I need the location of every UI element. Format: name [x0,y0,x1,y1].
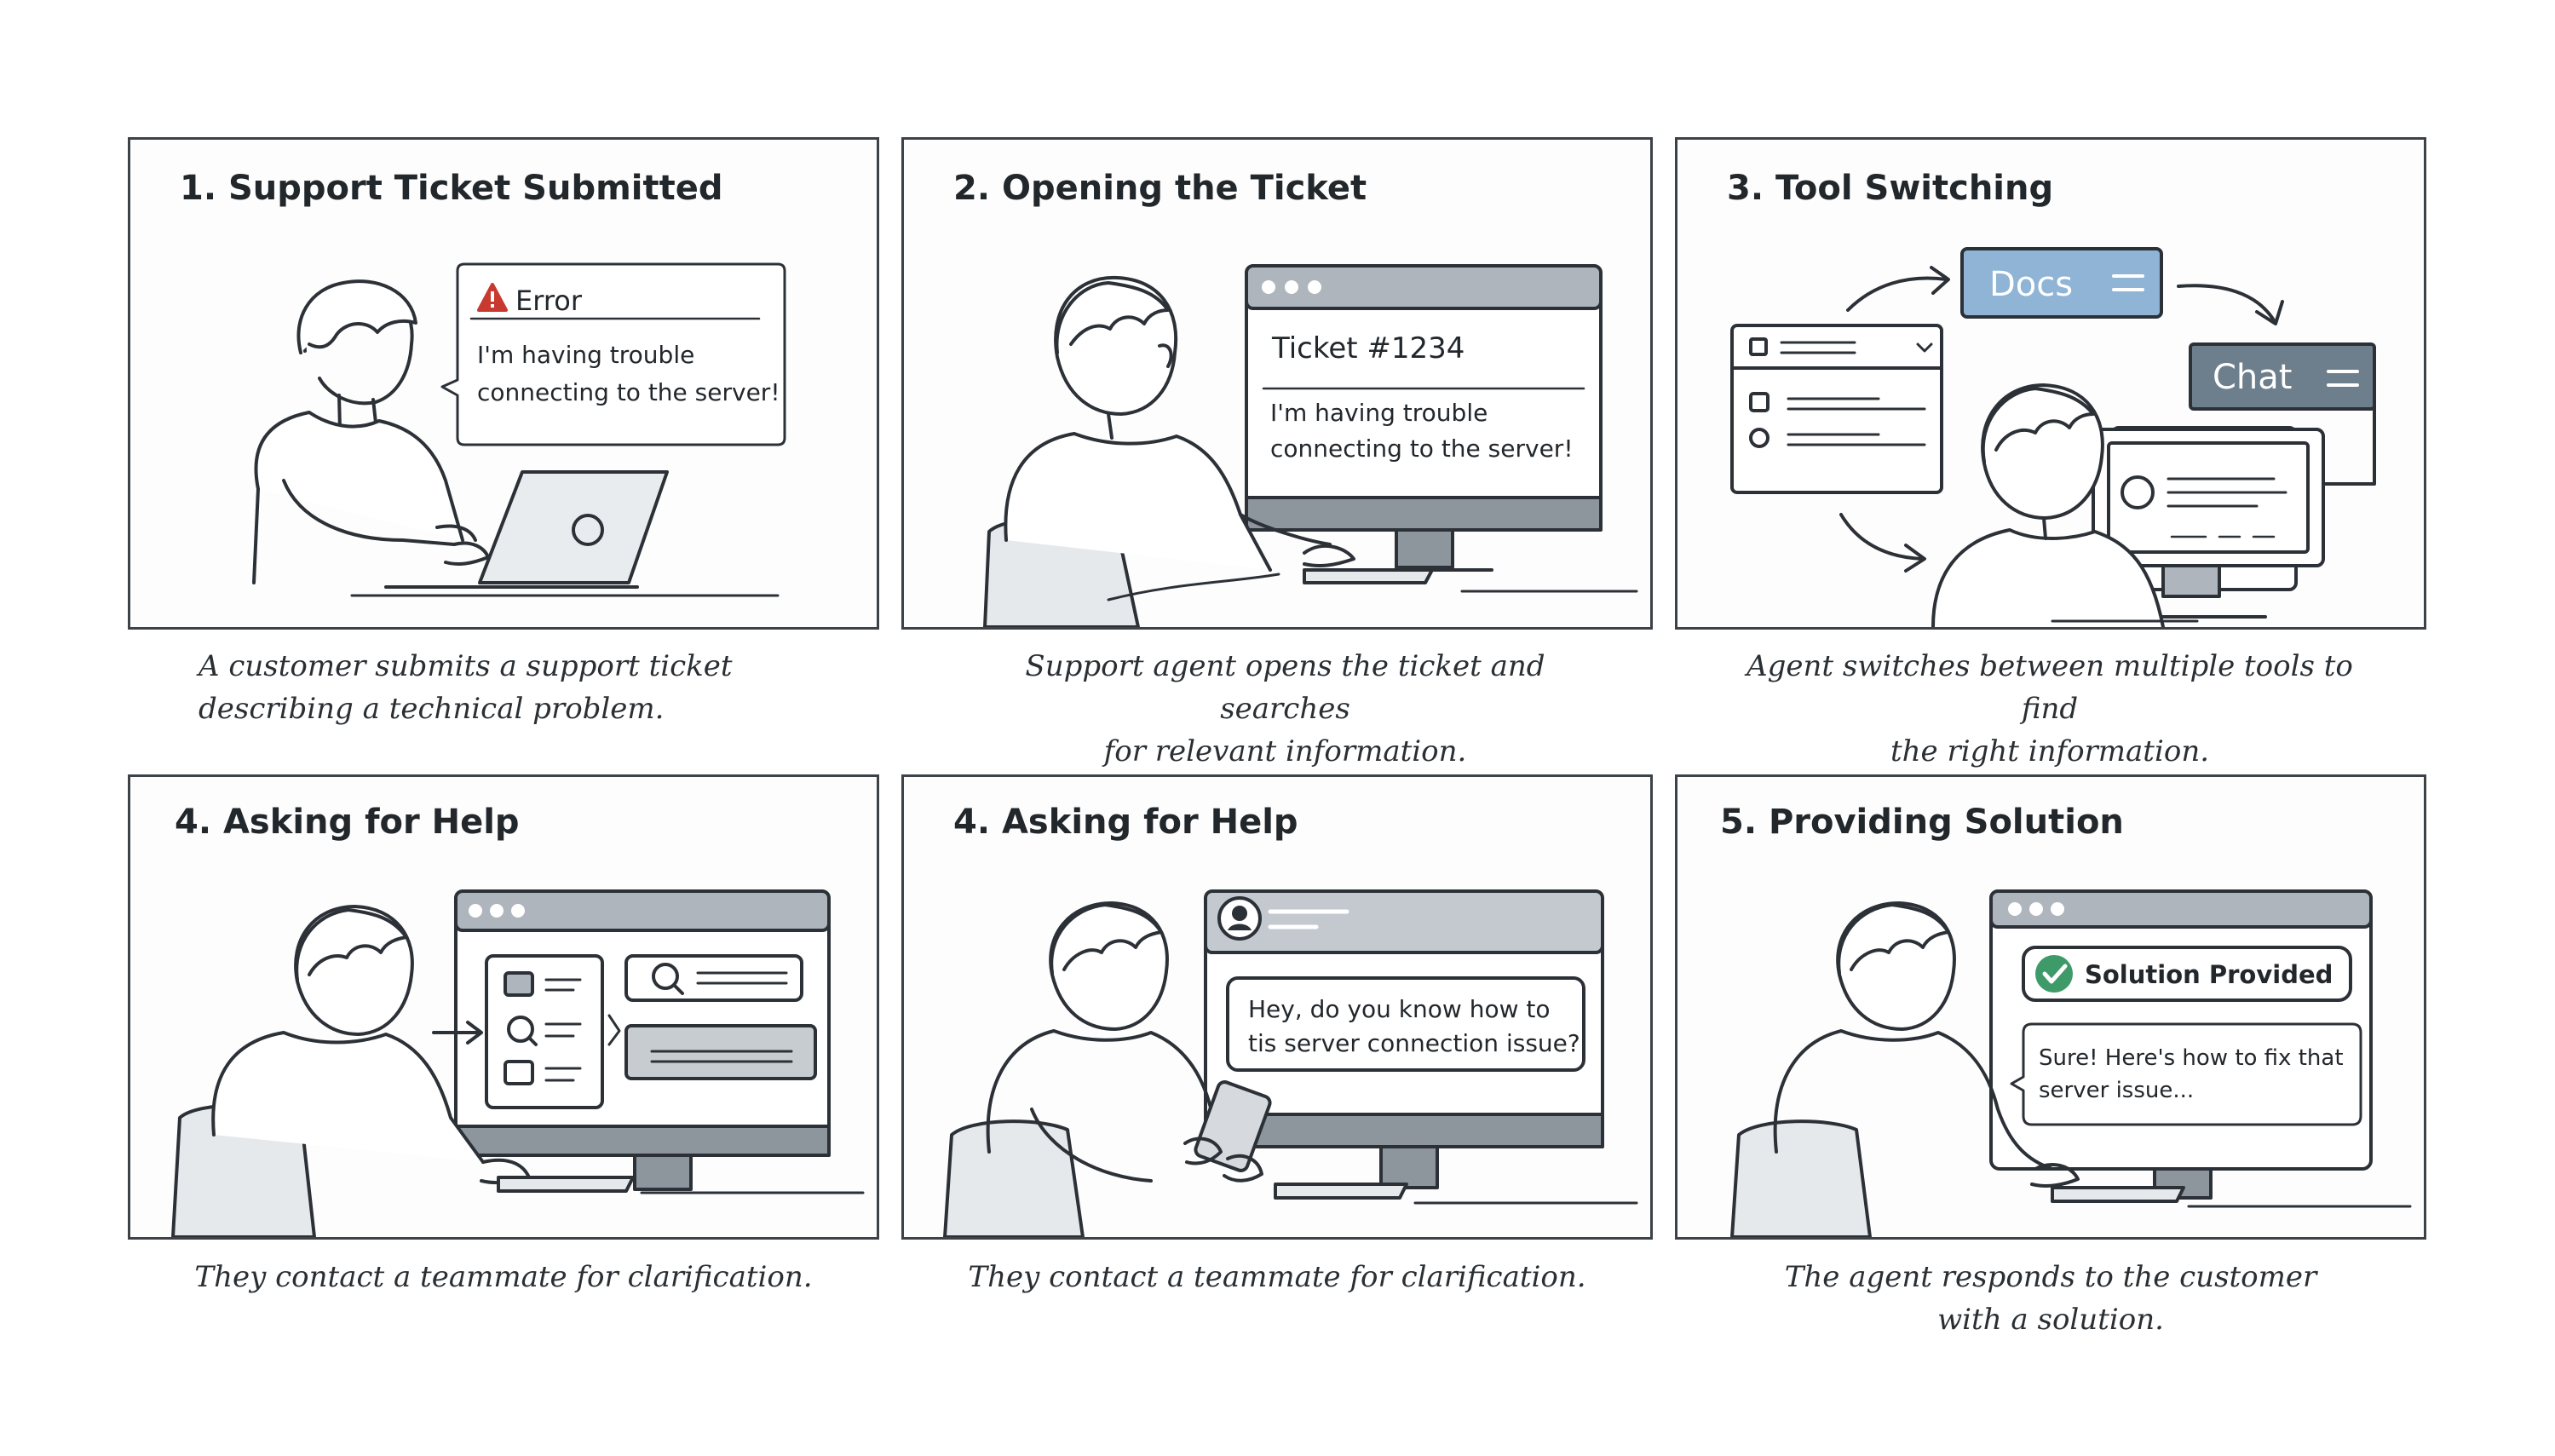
panel-title: 5. Providing Solution [1720,803,2124,842]
ticket-title: Ticket #1234 [1271,331,1465,365]
panel-title: 3. Tool Switching [1727,169,2054,208]
panel-tool-switching: 3. Tool Switching [1675,137,2426,630]
caption-line: for relevant information. [1103,734,1467,768]
caption-1: A customer submits a support ticket desc… [199,645,733,730]
panel-opening-ticket: 2. Opening the Ticket [901,137,1653,630]
phone [1194,1080,1272,1172]
status-box [2022,946,2352,1002]
docs-tab-label: Docs [1989,265,2073,304]
panel-title: 4. Asking for Help [175,803,520,842]
message-bubble [1226,976,1585,1072]
chair [943,1119,1085,1237]
speech-bubble [440,262,786,446]
status-label: Solution Provided [2085,960,2333,989]
panel-title: 2. Opening the Ticket [953,169,1367,208]
illustration-agent-solution: Solution Provided Sure! Here's how to fi… [1730,889,2412,1237]
ticket-line-2: connecting to the server! [1270,434,1574,463]
illustration-agent-messaging: Hey, do you know how to tis server conne… [943,889,1638,1237]
docs-tab [1960,247,2163,319]
illustration-tool-switching: Docs Chat [1730,247,2376,627]
caption-line: with a solution. [1937,1303,2164,1337]
illustration-agent-monitor: Ticket #1234 I'm having trouble connecti… [983,264,1638,627]
bubble-line-1: I'm having trouble [477,341,694,369]
menu-icon [2327,370,2359,387]
warning-icon [477,283,508,312]
menu-icon [2112,274,2144,291]
monitor [2092,428,2325,567]
avatar [1217,896,1262,941]
caption-4: They contact a teammate for clarificatio… [128,1256,879,1298]
reply-line-2: server issue... [2039,1078,2194,1103]
message-line-1: Hey, do you know how to [1248,995,1550,1023]
chat-tab-label: Chat [2213,358,2292,397]
illustration-customer-laptop: Error I'm having trouble connecting to t… [252,262,786,597]
caption-line: Support agent opens the ticket and searc… [1025,649,1545,726]
panel-ticket-submitted: 1. Support Ticket Submitted [128,137,879,630]
chat-tab [2189,342,2376,411]
caption-line: Agent switches between multiple tools to… [1746,649,2353,726]
check-circle-icon [2035,955,2073,993]
chair [1730,1119,1872,1237]
panel-title: 1. Support Ticket Submitted [180,169,723,208]
caption-line: They contact a teammate for clarificatio… [194,1260,813,1294]
caption-line: the right information. [1890,734,2210,768]
ticket-line-1: I'm having trouble [1270,399,1488,427]
reply-line-1: Sure! Here's how to fix that [2039,1045,2344,1071]
bubble-line-2: connecting to the server! [477,378,780,406]
message-line-2: tis server connection issue? [1248,1029,1580,1057]
panel-providing-solution: 5. Providing Solution [1675,774,2426,1240]
caption-line: A customer submits a support ticket [199,649,733,683]
panel-asking-help-a: 4. Asking for Help [128,774,879,1240]
panel-asking-help-b: 4. Asking for Help [901,774,1653,1240]
caption-line: The agent responds to the customer [1784,1260,2317,1294]
caption-2: Support agent opens the ticket and searc… [976,645,1594,773]
caption-line: describing a technical problem. [199,692,665,726]
illustration-agent-screens [171,889,865,1237]
caption-5: They contact a teammate for clarificatio… [901,1256,1653,1298]
bubble-title: Error [515,285,583,317]
reply-bubble [2010,1022,2362,1126]
caption-line: They contact a teammate for clarificatio… [968,1260,1586,1294]
caption-6: The agent responds to the customer with … [1675,1256,2426,1341]
panel-title: 4. Asking for Help [953,803,1298,842]
caption-3: Agent switches between multiple tools to… [1729,645,2370,773]
